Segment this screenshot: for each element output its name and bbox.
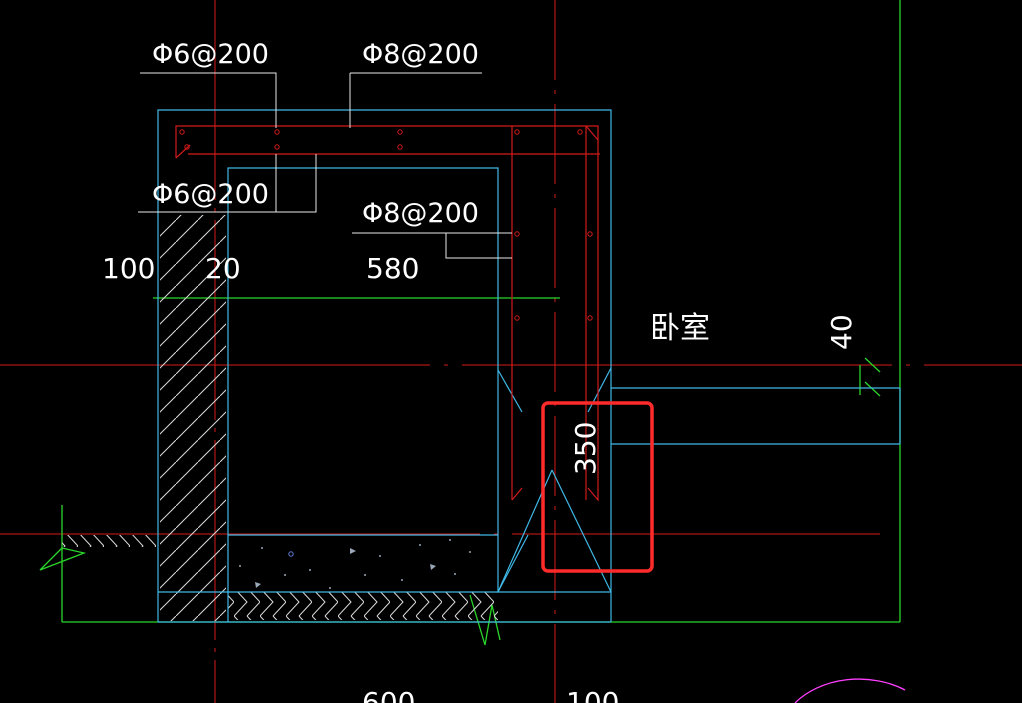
dimension-600[interactable]: 600 — [362, 686, 415, 703]
circle-arc — [794, 678, 906, 703]
leader-lines — [138, 72, 512, 259]
highlight-box[interactable] — [541, 401, 654, 573]
rebar-dots — [179, 129, 593, 321]
rebar-label-top-right[interactable]: Φ8@200 — [362, 39, 479, 70]
dimension-350[interactable]: 350 — [569, 422, 602, 475]
ground-fill-hatch — [62, 535, 157, 547]
rebar-lines — [175, 125, 600, 502]
dimension-580[interactable]: 580 — [366, 252, 419, 285]
dimension-100[interactable]: 100 — [102, 252, 155, 285]
rebar-label-mid-right[interactable]: Φ8@200 — [362, 198, 479, 229]
dimension-100-bottom[interactable]: 100 — [566, 686, 619, 703]
rebar-label-mid-left[interactable]: Φ6@200 — [152, 179, 269, 210]
wall-section-hatch — [160, 215, 226, 621]
slab-base-hatch — [228, 592, 498, 620]
structure-outline — [157, 109, 901, 623]
rebar-label-top-left[interactable]: Φ6@200 — [152, 39, 269, 70]
dimension-20[interactable]: 20 — [205, 252, 241, 285]
concrete-infill — [239, 539, 471, 589]
dimension-40[interactable]: 40 — [825, 314, 858, 350]
room-label[interactable]: 卧室 — [650, 311, 710, 346]
